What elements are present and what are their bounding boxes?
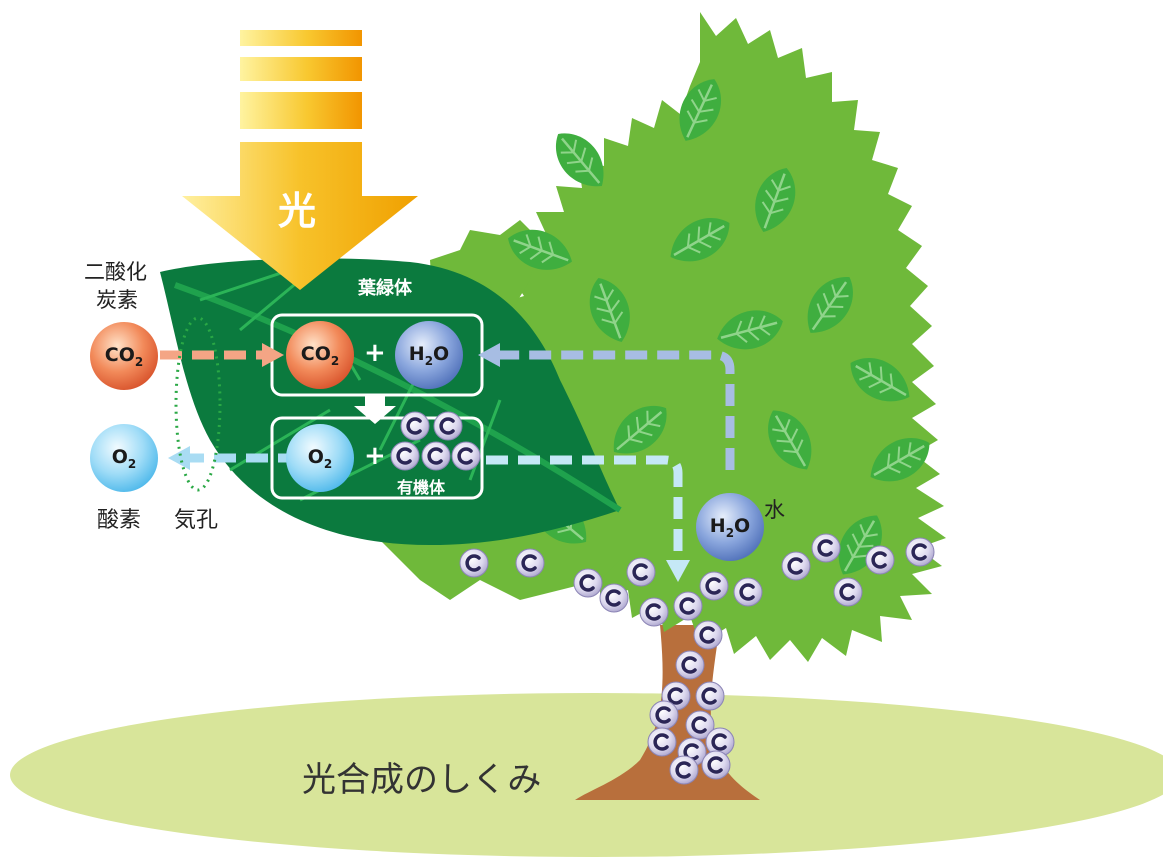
h2o-molecule-inside	[395, 321, 463, 389]
co2-molecule-inside	[286, 321, 354, 389]
o2-name: 酸素	[97, 508, 142, 533]
o2-formula-outside: O2	[111, 446, 137, 471]
light-ray-bar	[240, 92, 362, 129]
co2-name-line2: 炭素	[96, 288, 138, 312]
stomata-label: 気孔	[174, 508, 219, 533]
h2o-arrowhead	[478, 343, 500, 367]
water-label: 水	[764, 498, 785, 522]
plus-sign-top: +	[364, 338, 386, 368]
light-ray-bar	[240, 30, 362, 46]
o2-formula-inside: O2	[307, 446, 333, 471]
big-leaf	[160, 258, 620, 545]
o2-arrowhead	[168, 446, 190, 470]
organic-flow-arrow	[486, 455, 683, 560]
light-label: 光	[278, 189, 317, 233]
ground-ellipse	[10, 693, 1163, 857]
co2-formula-inside: CO2	[300, 343, 340, 368]
organic-matter-label: 有機体	[397, 478, 446, 497]
diagram-title: 光合成のしくみ	[302, 760, 542, 800]
leaf-midrib	[173, 282, 622, 513]
co2-molecule-outside	[90, 322, 158, 390]
co2-arrowhead	[262, 343, 284, 367]
co2-name-line1: 二酸化	[84, 260, 147, 284]
h2o-molecule-tree	[696, 493, 764, 561]
light-arrow	[182, 142, 418, 290]
reaction-arrow	[354, 396, 396, 424]
h2o-formula-inside: H2O	[408, 343, 450, 368]
light-ray-bar	[240, 57, 362, 81]
h2o-formula-tree: H2O	[709, 515, 751, 540]
o2-molecule-inside	[286, 424, 354, 492]
plus-sign-bottom: +	[364, 441, 386, 471]
h2o-flow-arrow	[500, 350, 735, 470]
organic-arrowhead	[666, 560, 690, 582]
co2-formula-outside: CO2	[104, 344, 144, 369]
chloroplast-label: 葉緑体	[358, 278, 412, 299]
o2-molecule-outside	[90, 424, 158, 492]
stomata-outline	[174, 316, 222, 492]
